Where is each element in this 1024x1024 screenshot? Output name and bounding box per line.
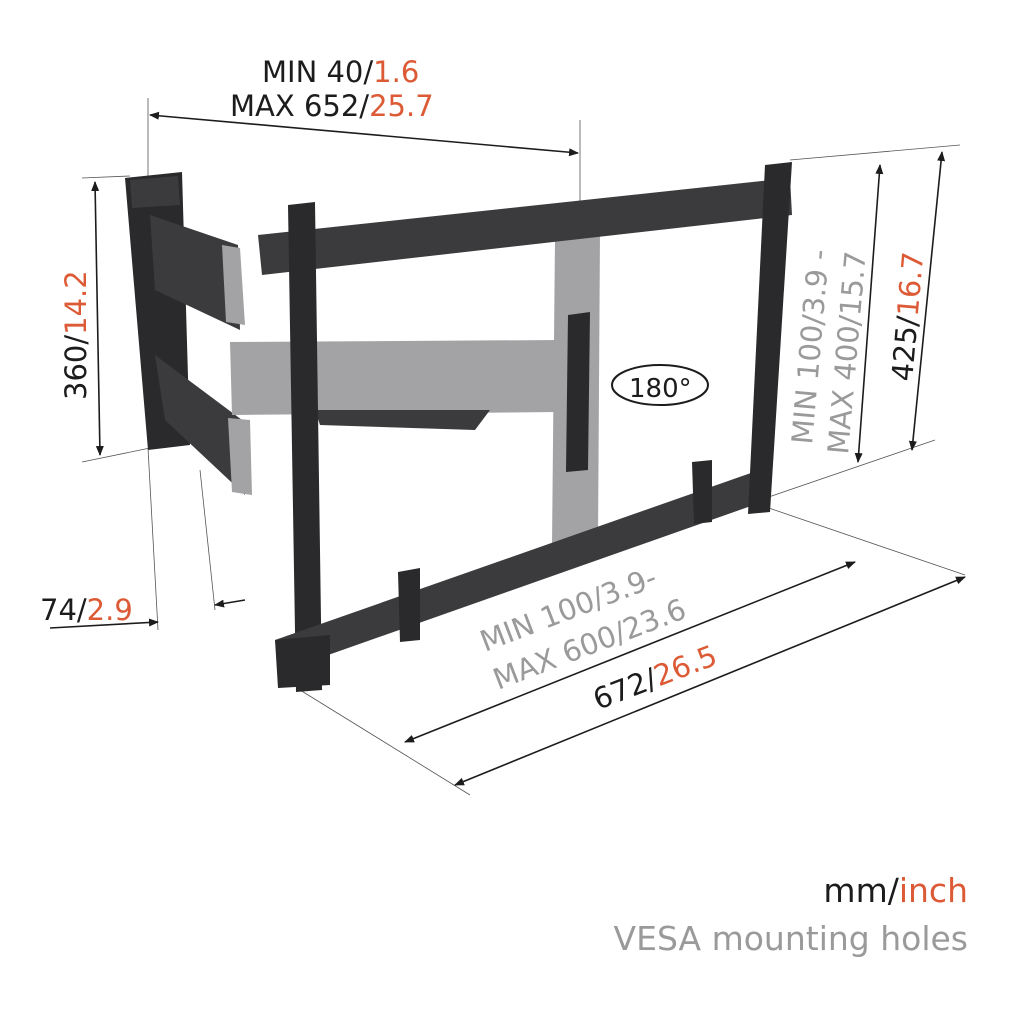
rotation-label: 180° [629, 374, 692, 404]
arm-extension-min: MIN 40/1.6 [262, 55, 419, 89]
rotation-180-indicator: 180° [611, 364, 709, 406]
wall-distance: 74/2.9 [40, 593, 133, 627]
extension-lines [81, 98, 966, 796]
arm-extension-max: MAX 652/25.7 [230, 89, 434, 123]
wall-plate-height: 360/14.2 [59, 270, 93, 400]
legend-vesa: VESA mounting holes [614, 919, 968, 958]
tv-wall-mount-illustration [125, 162, 792, 692]
legend-units: mm/inch [823, 871, 968, 910]
frame-height: 425/16.7 [885, 250, 930, 382]
dimension-lines [49, 111, 966, 786]
